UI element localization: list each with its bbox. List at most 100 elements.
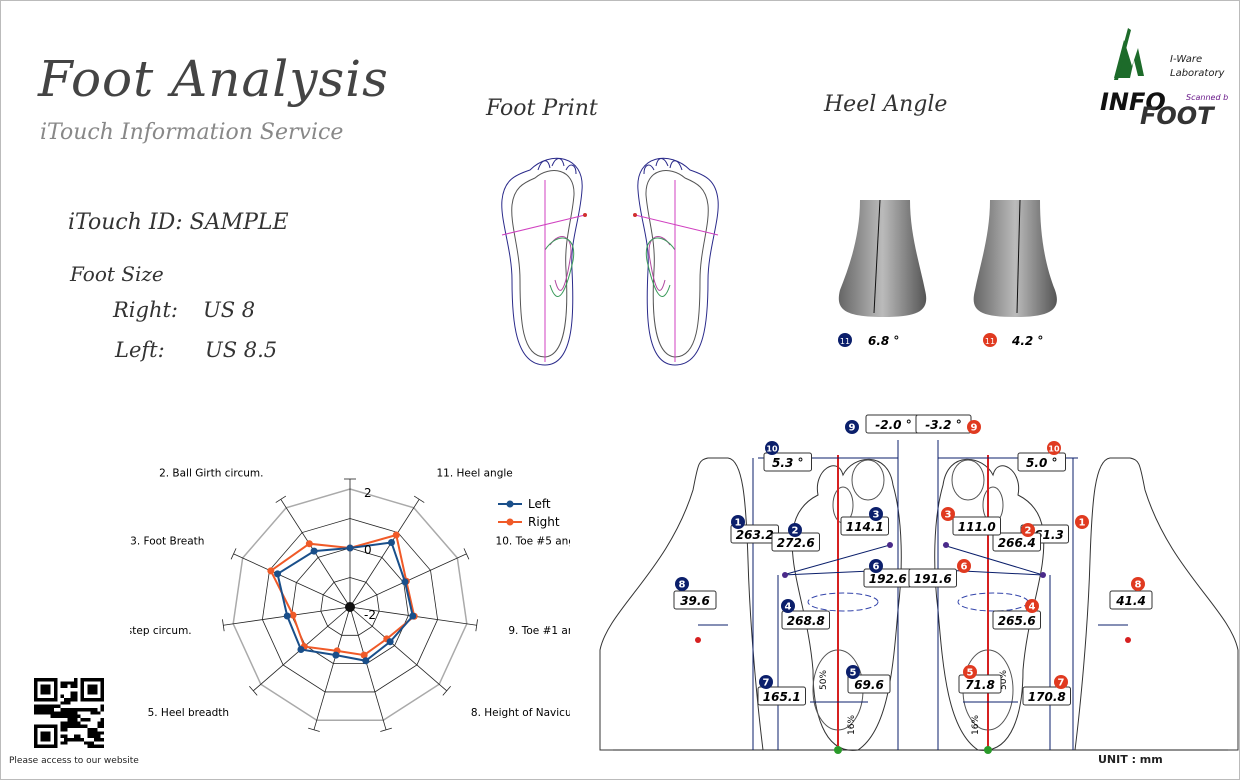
left-m3-value: 114.1 <box>846 520 884 534</box>
left-marker-2 <box>788 523 802 537</box>
left-marker-num: 3 <box>873 510 880 521</box>
right-size-label: Right: <box>113 298 179 322</box>
qr-code <box>34 678 104 748</box>
right-marker-6 <box>957 559 971 573</box>
left-m4-value: 268.8 <box>787 614 825 628</box>
radar-tick-label: 0 <box>364 543 372 557</box>
left-pct-16: 16% <box>847 715 857 735</box>
foot-size-label: Foot Size <box>70 262 164 286</box>
radar-axis-tick <box>475 619 478 632</box>
radar-axis-line <box>349 606 387 730</box>
left-marker-4 <box>781 599 795 613</box>
right-m4-box <box>992 610 1041 630</box>
radar-axis-tick <box>222 619 225 632</box>
radar-axis-label: 8. Height of Navicular <box>471 707 570 719</box>
radar-axis-tick <box>249 686 258 696</box>
left-m3-box <box>840 516 889 536</box>
left-m1-value: 263.2 <box>736 528 774 542</box>
right-top-foot <box>934 458 1045 751</box>
right-marker-num: 10 <box>1048 445 1060 454</box>
radar-point <box>274 570 282 578</box>
left-m10-box <box>763 452 812 472</box>
radar-axis-tick <box>413 495 425 503</box>
radar-tick-label: 2 <box>364 486 372 500</box>
left-marker-num: 8 <box>679 580 686 591</box>
radar-axis-line <box>349 499 420 608</box>
left-size-label: Left: <box>115 338 165 362</box>
right-marker-num: 2 <box>1025 526 1032 537</box>
right-m2-value: 266.4 <box>998 536 1036 550</box>
radar-axis-line <box>313 606 351 730</box>
left-marker-8 <box>675 577 689 591</box>
radar-ring <box>291 547 409 665</box>
radar-point <box>297 646 305 654</box>
radar-ring <box>320 577 380 636</box>
logo-lab-line1: I-Ware <box>1170 54 1202 65</box>
radar-point <box>401 578 409 586</box>
radar-series <box>267 531 418 665</box>
radar-point <box>346 544 354 552</box>
right-size-row: Right:US 8 <box>113 298 255 322</box>
page-subtitle: iTouch Information Service <box>40 120 344 145</box>
left-pct-50: 50% <box>819 670 829 690</box>
left-marker-num: 2 <box>792 526 799 537</box>
radar-point <box>409 612 417 620</box>
left-heel-image <box>838 200 927 317</box>
radar-point <box>362 657 370 665</box>
logo-scanned-by: Scanned by <box>1186 93 1228 102</box>
heel-left-value: 6.8 ° <box>868 334 899 348</box>
left-m8-value: 39.6 <box>680 594 710 608</box>
left-m7-value: 165.1 <box>763 690 801 704</box>
right-marker-1 <box>1075 515 1089 529</box>
radar-point <box>267 567 275 575</box>
logo-foot: FOOT <box>1140 102 1215 128</box>
logo-info: INFO <box>1100 88 1166 116</box>
itouch-id: iTouch ID: SAMPLE <box>68 210 289 235</box>
left-m2-value: 272.6 <box>777 536 815 550</box>
right-m10-value: 5.0 ° <box>1026 456 1057 470</box>
left-marker-num: 10 <box>766 445 778 454</box>
left-marker-5 <box>846 665 860 679</box>
right-marker-9 <box>967 420 981 434</box>
radar-axis-label: 5. Heel breadth <box>148 707 230 719</box>
left-marker-9 <box>845 420 859 434</box>
radar-point <box>332 651 340 659</box>
right-m2-box <box>992 532 1041 552</box>
radar-axis-tick <box>308 727 320 732</box>
radar-legend: Left Right <box>498 497 560 529</box>
right-m6-value: 191.6 <box>914 572 952 586</box>
left-foot-print <box>501 157 587 366</box>
radar-axis-label: 11. Heel angle <box>437 467 513 479</box>
logo-stroke-icon <box>1114 28 1131 80</box>
right-pct-50: 50% <box>999 670 1009 690</box>
right-side-foot <box>1074 457 1239 751</box>
radar-series-line <box>276 541 414 662</box>
radar-axis-label: 9. Toe #1 angle <box>508 625 570 637</box>
left-marker-num: 4 <box>785 602 792 613</box>
left-m10-value: 5.3 ° <box>772 456 803 470</box>
right-marker-num: 5 <box>967 668 974 679</box>
radar-axis-label: 2. Ball Girth circum. <box>159 467 263 479</box>
right-m10-box <box>1017 452 1066 472</box>
infofoot-logo: I-Ware Laboratory INFO FOOT Scanned by <box>1100 28 1228 128</box>
unit-label: UNIT : mm <box>1098 753 1163 766</box>
right-m7-value: 170.8 <box>1028 690 1066 704</box>
right-marker-3 <box>941 507 955 521</box>
left-marker-num: 9 <box>849 423 856 434</box>
left-m9-value: -2.0 ° <box>875 418 911 432</box>
right-marker-2 <box>1021 523 1035 537</box>
left-m8-box <box>673 590 717 610</box>
radar-axis-line <box>233 553 351 608</box>
radar-axis-tick <box>230 548 237 560</box>
right-marker-8 <box>1131 577 1145 591</box>
radar-axis-tick <box>275 495 287 503</box>
right-pct-16: 16% <box>971 715 981 735</box>
right-m3-box <box>952 516 1001 536</box>
radar-point <box>392 531 400 539</box>
right-m8-value: 41.4 <box>1115 594 1146 608</box>
heel-angle-title: Heel Angle <box>824 92 948 117</box>
left-size-value: US 8.5 <box>205 338 278 362</box>
logo-w-icon <box>1114 40 1144 78</box>
radar-point <box>360 651 368 659</box>
